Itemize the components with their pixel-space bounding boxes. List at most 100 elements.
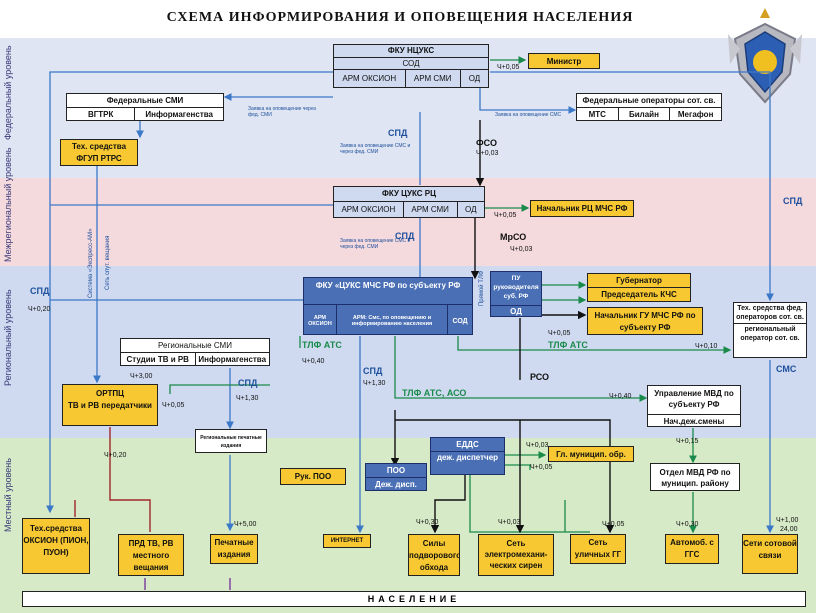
mrso-label: МрСО — [500, 232, 527, 242]
time-label-1: Ч+0,05 — [497, 64, 520, 71]
note-fed-smi: Заявка на оповещение через фед. СМИ — [248, 106, 316, 118]
pu-box: ПУ руководителя суб. РФ ОД — [490, 271, 542, 317]
fku-ntsuks-box: ФКУ НЦУКС СОД АРМ ОКСИОН АРМ СМИ ОД — [333, 44, 489, 88]
forces-box: Силы подворового обхода — [408, 534, 460, 576]
infoagency-cell: Информагенства — [145, 110, 214, 119]
regional-print-box: Региональные печатные издания — [195, 429, 267, 453]
edds-box: ЕДДС деж. диспетчер — [430, 437, 505, 475]
governor-label: Губернатор — [588, 274, 690, 288]
cell-networks-box: Сети сотовой связи — [742, 534, 798, 574]
governor-box: Губернатор Председатель КЧС — [587, 273, 691, 302]
fku-subject-sod-cell: СОД — [452, 317, 468, 325]
fku-rc-row: АРМ ОКСИОН АРМ СМИ ОД — [334, 202, 484, 217]
fku-rc-box: ФКУ ЦУКС РЦ АРМ ОКСИОН АРМ СМИ ОД — [333, 186, 485, 218]
federal-media-title: Федеральные СМИ — [67, 94, 223, 108]
tlf-ats-label-1: ТЛФ АТС — [302, 340, 342, 350]
mvd-subject-box: Управление МВД по субъекту РФ Нач.деж.см… — [647, 385, 741, 427]
spd-label-1: СПД — [388, 128, 408, 138]
regional-operator-label: региональный оператор сот. св. — [740, 326, 800, 342]
population-bar: НАСЕЛЕНИЕ — [22, 591, 806, 607]
time-label-19: Ч+0,03 — [498, 519, 521, 526]
fku-subject-arm2-cell: АРМ: Смс, по оповещению и информированию… — [337, 305, 449, 334]
ortpts-subtitle: ТВ и РВ передатчики — [68, 401, 152, 410]
print-box: Печатные издания — [210, 534, 258, 564]
spd-label-6: СПД — [238, 378, 258, 388]
time-label-10: Ч+3,00 — [130, 373, 153, 380]
fgup-rtrs-box: Тех. средства ФГУП РТРС — [60, 139, 138, 166]
ruk-poo-box: Рук. ПОО — [280, 468, 346, 485]
rc-arm-smi-cell: АРМ СМИ — [404, 202, 458, 217]
spd-label-4: СПД — [30, 286, 50, 296]
regional-media-row: Студии ТВ и РВ Информагенства — [121, 353, 269, 365]
rc-arm-oksion-cell: АРМ ОКСИОН — [334, 202, 404, 217]
federal-operators-box: Федеральные операторы сот. св. МТС Билай… — [576, 93, 722, 121]
tech-operators-box: Тех. средства фед. операторов сот. св. р… — [733, 302, 807, 358]
fku-ntsuks-sod: СОД — [334, 58, 488, 70]
tlf-ats-aso-label: ТЛФ АТС, АСО — [402, 388, 467, 398]
time-label-7: Ч+0,10 — [695, 343, 718, 350]
fku-subject-box: ФКУ «ЦУКС МЧС РФ по субъекту РФ АРМ ОКСИ… — [303, 277, 473, 335]
beeline-cell: Билайн — [619, 108, 671, 120]
arm-oksion-cell: АРМ ОКСИОН — [334, 70, 406, 87]
spd-label-3: СПД — [783, 196, 803, 206]
federal-operators-title: Федеральные операторы сот. св. — [577, 94, 721, 108]
kchs-chair-label: Председатель КЧС — [601, 290, 677, 299]
pu-od: ОД — [510, 307, 522, 316]
spd-label-2: СПД — [395, 231, 415, 241]
time-label-17: Ч+0,20 — [104, 452, 127, 459]
regional-media-box: Региональные СМИ Студии ТВ и РВ Информаг… — [120, 338, 270, 366]
pu-title: ПУ руководителя суб. РФ — [491, 272, 541, 306]
gl-municip-box: Гл. муницип. обр. — [548, 446, 634, 462]
head-gu-box: Начальник ГУ МЧС РФ по субъекту РФ — [587, 307, 703, 335]
federal-media-box: Федеральные СМИ ВГТРК Информагенства — [66, 93, 224, 121]
time-label-9: Ч+1,30 — [363, 380, 386, 387]
rso-label: РСО — [530, 372, 550, 382]
prd-box: ПРД ТВ, РВ местного вещания — [118, 534, 184, 576]
fku-subject-arm-cell: АРМ ОКСИОН — [304, 305, 337, 334]
time-label-16: Ч+0,05 — [530, 464, 553, 471]
megafon-cell: Мегафон — [677, 110, 714, 119]
loudspeakers-box: Сеть уличных ГГ — [570, 534, 626, 564]
internet-box: ИНТЕРНЕТ — [323, 534, 371, 548]
ortpts-box: ОРТПЦ ТВ и РВ передатчики — [62, 384, 158, 426]
tech-operators-label: Тех. средства фед. операторов сот. св. — [734, 303, 806, 324]
note-sms: Заявка на оповещение СМС — [495, 112, 562, 118]
note-sput: Сеть спут. вещания — [105, 235, 111, 290]
edds-dispatcher: деж. диспетчер — [436, 453, 499, 462]
time-label-8: Ч+0,40 — [302, 358, 325, 365]
poo-dispatcher: Деж. дисп. — [375, 480, 417, 489]
fku-ntsuks-title: ФКУ НЦУКС — [334, 45, 488, 58]
head-rc-box: Начальник РЦ МЧС РФ — [530, 200, 634, 217]
time-label-5: Ч+0,20 — [28, 306, 51, 313]
poo-title: ПОО — [366, 464, 426, 478]
mts-cell: МТС — [577, 108, 619, 120]
time-label-3: Ч+0,05 — [494, 212, 517, 219]
time-label-15: Ч+0,03 — [526, 442, 549, 449]
edds-title: ЕДДС — [431, 438, 504, 452]
mvd-shift-chief: Нач.деж.смены — [663, 417, 725, 426]
vgtrk-cell: ВГТРК — [67, 108, 136, 120]
fku-subject-row: АРМ ОКСИОН АРМ: Смс, по оповещению и инф… — [304, 305, 472, 334]
page-title: СХЕМА ИНФОРМИРОВАНИЯ И ОПОВЕЩЕНИЯ НАСЕЛЕ… — [166, 10, 634, 25]
time-label-14: Ч+0,15 — [676, 438, 699, 445]
time-label-22: Ч+5,00 — [234, 521, 257, 528]
fku-ntsuks-row: АРМ ОКСИОН АРМ СМИ ОД — [334, 70, 488, 87]
emblem-icon — [728, 8, 802, 104]
time-label-21: Ч+0,30 — [676, 521, 699, 528]
sirens-box: Сеть электромехани-ческих сирен — [478, 534, 554, 576]
time-label-18: Ч+0,30 — [416, 519, 439, 526]
note-sms-smi: Заявка на оповещение СМС и через фед. СМ… — [340, 143, 411, 155]
od-cell: ОД — [468, 74, 481, 83]
poo-box: ПОО Деж. дисп. — [365, 463, 427, 491]
time-label-13: Ч+0,05 — [162, 402, 185, 409]
time-label-20: Ч+0,05 — [602, 521, 625, 528]
minister-box: Министр — [528, 53, 600, 69]
federal-media-row: ВГТРК Информагенства — [67, 108, 223, 120]
note-express: Система «Экспресс-АМ» — [88, 228, 94, 298]
time-label-23: Ч+1,00 — [776, 517, 799, 524]
tlf-ats-label-2: ТЛФ АТС — [548, 340, 588, 350]
time-label-2: Ч+0,03 — [476, 150, 499, 157]
federal-operators-row: МТС Билайн Мегафон — [577, 108, 721, 120]
time-label-6: Ч+0,05 — [548, 330, 571, 337]
